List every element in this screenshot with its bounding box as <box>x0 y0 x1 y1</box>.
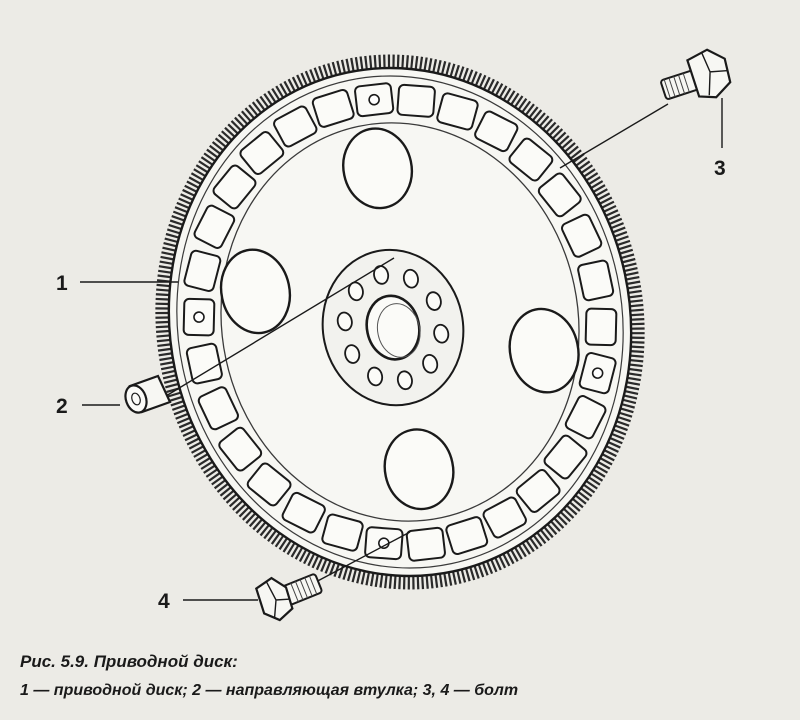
rim-slot <box>564 395 607 440</box>
large-cutout-left <box>219 248 292 335</box>
rim-slot <box>396 83 436 118</box>
rim-slot <box>193 204 236 249</box>
hub-bolt-hole <box>367 366 384 387</box>
bolt-4-thread <box>290 575 318 602</box>
rim-slot <box>218 426 263 472</box>
hub-bolt-hole <box>433 323 450 344</box>
rim-slot <box>561 213 603 258</box>
ring-gear-inner-edge <box>176 75 624 569</box>
bushing-end <box>124 384 148 414</box>
drive-plate <box>155 54 645 590</box>
rim-bolt-hole <box>368 93 380 106</box>
bolt-4-head-facets <box>266 581 289 618</box>
rim-bolt-hole <box>193 311 205 323</box>
rim-slot <box>273 105 318 148</box>
leader-line-2-arrow <box>165 257 395 397</box>
bolt-4-head <box>254 576 294 622</box>
hub-bolt-hole <box>373 265 390 285</box>
hub-bolt-hole <box>336 311 353 332</box>
callout-3: 3 <box>714 157 726 180</box>
drive-plate-figure: 1 2 3 4 <box>56 48 732 622</box>
rim-slots <box>182 82 618 562</box>
rim-slot <box>584 307 618 347</box>
large-cutout-bottom <box>383 428 455 511</box>
rim-bolt-hole <box>378 537 390 549</box>
rim-slot <box>474 110 519 153</box>
figure-caption-legend: 1 — приводной диск; 2 — направляющая вту… <box>20 682 519 699</box>
rim-slot <box>445 516 489 556</box>
figure-caption-title: Рис. 5.9. Приводной диск: <box>20 652 238 671</box>
leader-line-4-arrow <box>311 531 411 585</box>
hub-bolt-hole <box>425 291 442 311</box>
rim-slot <box>212 164 257 210</box>
rim-slot <box>515 468 561 513</box>
rim-slot <box>508 137 554 182</box>
rim-slot <box>281 491 326 534</box>
rim-slot <box>197 386 239 431</box>
hub-bolt-hole <box>396 370 413 391</box>
callout-1: 1 <box>56 272 68 295</box>
rim-slot <box>321 513 364 552</box>
guide-bushing <box>124 374 172 414</box>
rim-slot <box>577 259 615 302</box>
leader-line-3 <box>559 103 669 169</box>
bushing-bore <box>131 392 141 406</box>
hub-bolt-hole <box>422 354 439 374</box>
hub-center-bore-depth <box>376 303 421 358</box>
rim-slot <box>246 462 292 507</box>
rim-slot <box>311 88 355 128</box>
rim-slot <box>482 496 527 539</box>
rim-slot <box>405 526 446 562</box>
bolt-3-head <box>686 48 732 99</box>
bolt-3 <box>660 48 732 100</box>
rim-slot <box>183 249 222 292</box>
rim-slot <box>239 131 285 176</box>
large-cutout-right <box>508 307 580 394</box>
rim-slot <box>543 434 588 480</box>
rim-slot <box>436 92 479 131</box>
hub-bolt-hole <box>344 344 361 364</box>
callout-4: 4 <box>158 590 170 613</box>
rim-slot <box>185 342 223 385</box>
bolt-3-head-facets <box>701 53 727 96</box>
bolt-3-thread <box>663 73 690 99</box>
rim-bolt-hole <box>591 367 604 379</box>
hub-bolt-hole <box>402 268 419 289</box>
bolt-4 <box>254 573 323 622</box>
large-cutout-top <box>342 127 414 210</box>
callout-2: 2 <box>56 395 68 418</box>
rim-slot <box>537 172 582 218</box>
leader-lines <box>80 98 723 601</box>
